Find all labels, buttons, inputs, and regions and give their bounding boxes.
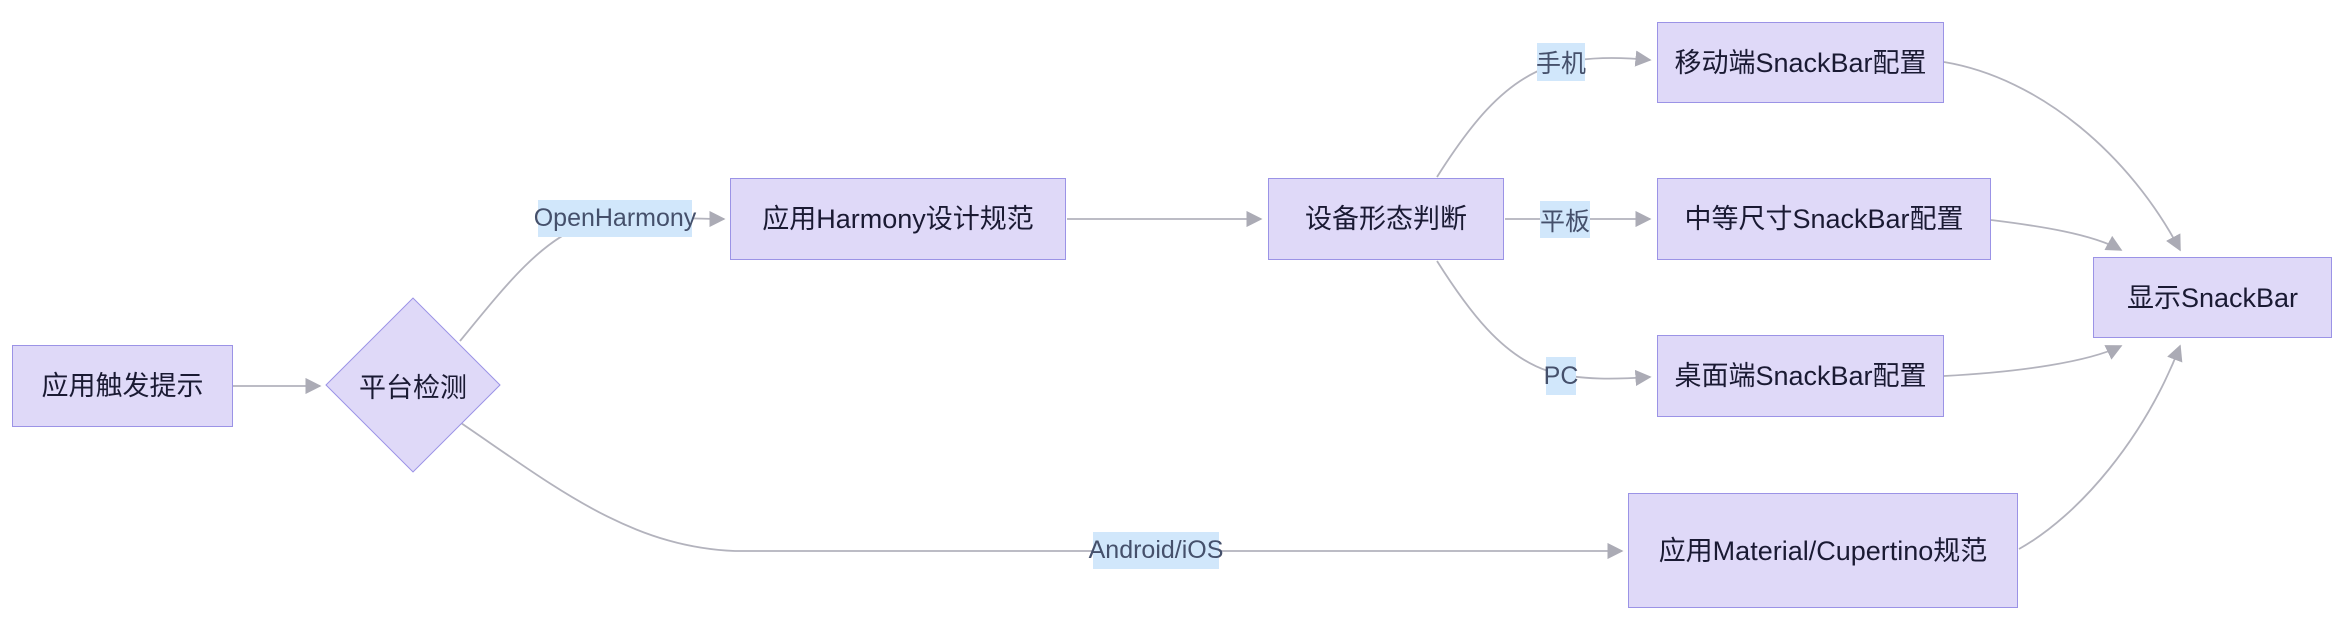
node-medium-config-label: 中等尺寸SnackBar配置 (1684, 204, 1964, 234)
node-mobile-config: 移动端SnackBar配置 (1657, 22, 1944, 103)
edge-material-to-show (2018, 344, 2183, 550)
node-harmony-spec: 应用Harmony设计规范 (730, 178, 1066, 260)
edge-label-openharmony: OpenHarmony (534, 200, 696, 237)
node-material-spec: 应用Material/Cupertino规范 (1628, 493, 2018, 608)
node-harmony-spec-label: 应用Harmony设计规范 (762, 204, 1034, 234)
node-show-snackbar: 显示SnackBar (2093, 257, 2332, 338)
edge-mobile-to-show (1943, 61, 2181, 252)
edge-label-pc: PC (1544, 357, 1578, 395)
node-material-spec-label: 应用Material/Cupertino规范 (1658, 535, 1988, 566)
node-device-form-label: 设备形态判断 (1305, 204, 1467, 234)
node-device-form: 设备形态判断 (1268, 178, 1504, 260)
node-show-snackbar-label: 显示SnackBar (2126, 282, 2299, 313)
node-trigger: 应用触发提示 (12, 345, 233, 427)
edge-desktop-to-show (1943, 345, 2123, 377)
node-platform-check-label: 平台检测 (359, 372, 467, 403)
edge-label-tablet: 平板 (1540, 201, 1590, 238)
node-platform-check-label-box: 平台检测 (326, 297, 500, 473)
edge-label-mobile: 手机 (1536, 43, 1586, 81)
node-desktop-config-label: 桌面端SnackBar配置 (1674, 361, 1927, 391)
edge-label-android-ios: Android/iOS (1089, 532, 1223, 569)
node-mobile-config-label: 移动端SnackBar配置 (1674, 47, 1927, 78)
node-trigger-label: 应用触发提示 (41, 371, 204, 401)
node-medium-config: 中等尺寸SnackBar配置 (1657, 178, 1991, 260)
node-desktop-config: 桌面端SnackBar配置 (1657, 335, 1944, 417)
edge-medium-to-show (1990, 219, 2123, 251)
edge-platform-to-material (460, 422, 1624, 560)
